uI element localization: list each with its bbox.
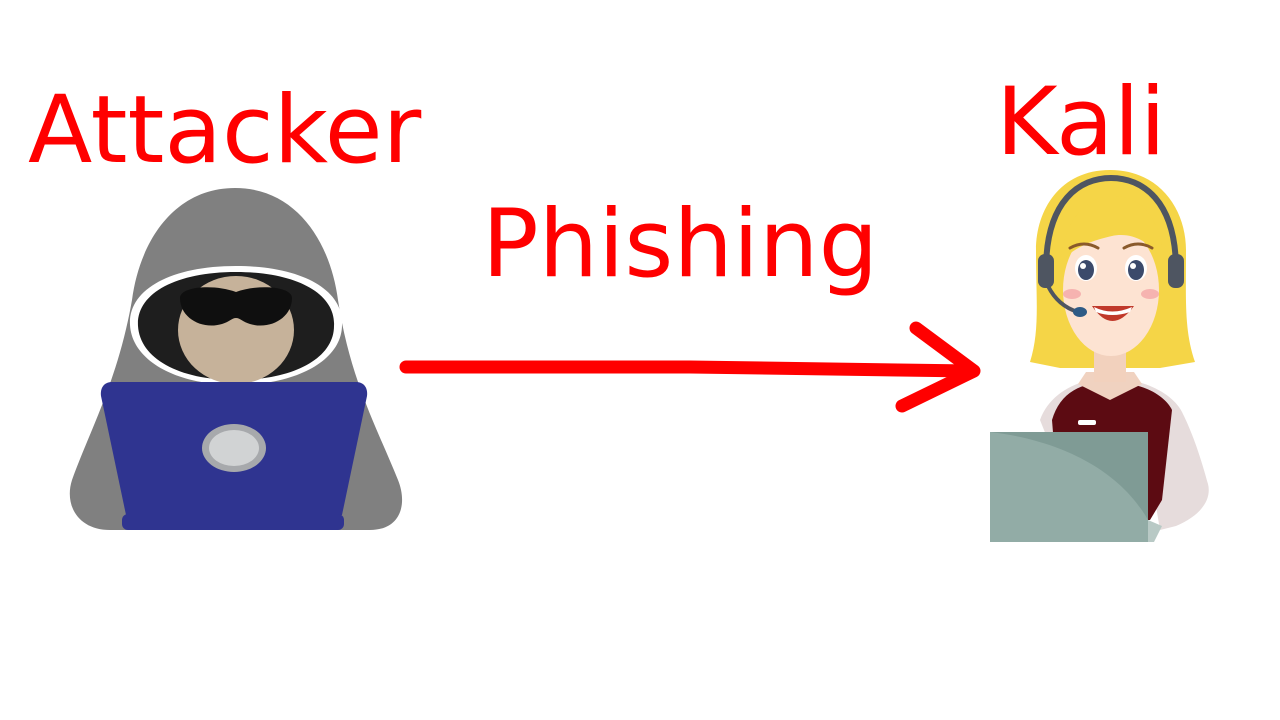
arrow-right-icon <box>399 321 981 413</box>
attacker-label: Attacker <box>28 76 422 185</box>
support-agent-icon <box>990 170 1209 542</box>
hooded-hacker-icon <box>69 188 403 530</box>
target-label: Kali <box>996 68 1166 177</box>
phishing-label: Phishing <box>482 190 879 299</box>
